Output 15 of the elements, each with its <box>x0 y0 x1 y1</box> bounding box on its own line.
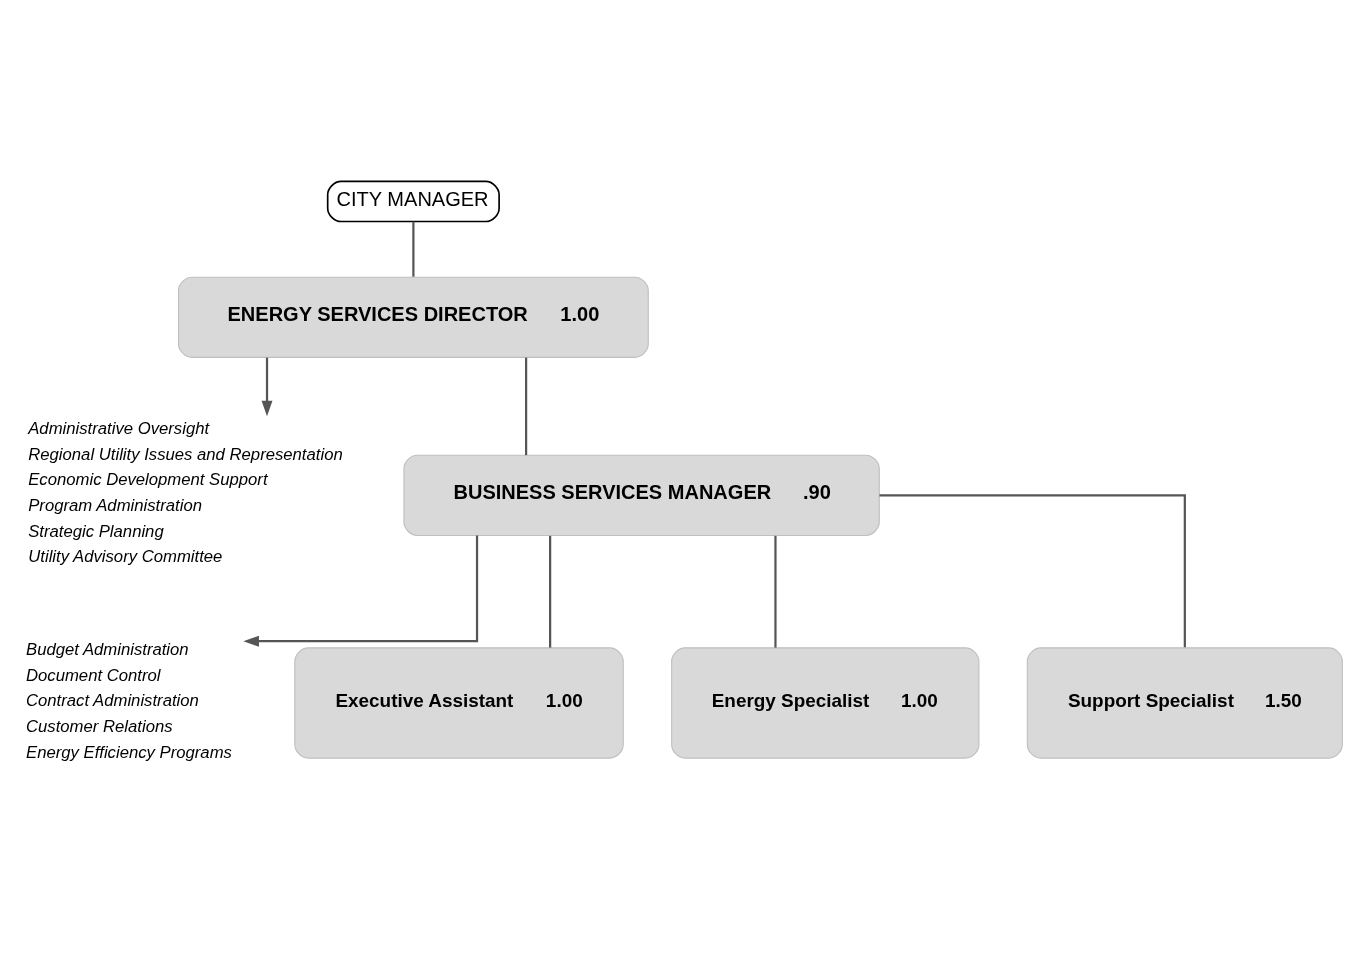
node-box: CITY MANAGER <box>326 180 500 222</box>
connector <box>774 535 777 648</box>
node-text: Administrative Oversight Regional Utility Issues and Representation Economic Development Support Program Administration Strategic Planning Utility Advisory Committee <box>28 418 343 566</box>
connector <box>879 493 1186 647</box>
arrow <box>261 357 273 416</box>
connector <box>549 535 552 648</box>
node-box: Energy Specialist 1.00 <box>671 646 980 759</box>
node-box: ENERGY SERVICES DIRECTOR 1.00 <box>177 276 649 358</box>
node-box: Support Specialist 1.50 <box>1026 646 1343 759</box>
node-box: Executive Assistant 1.00 <box>294 646 624 759</box>
connector <box>412 221 415 277</box>
node-text: Budget Administration Document Control Contract Administration Customer Relations Energy Efficiency Programs <box>26 639 232 762</box>
connector <box>525 357 528 455</box>
arrow <box>243 535 479 647</box>
node-box: BUSINESS SERVICES MANAGER .90 <box>403 454 880 536</box>
